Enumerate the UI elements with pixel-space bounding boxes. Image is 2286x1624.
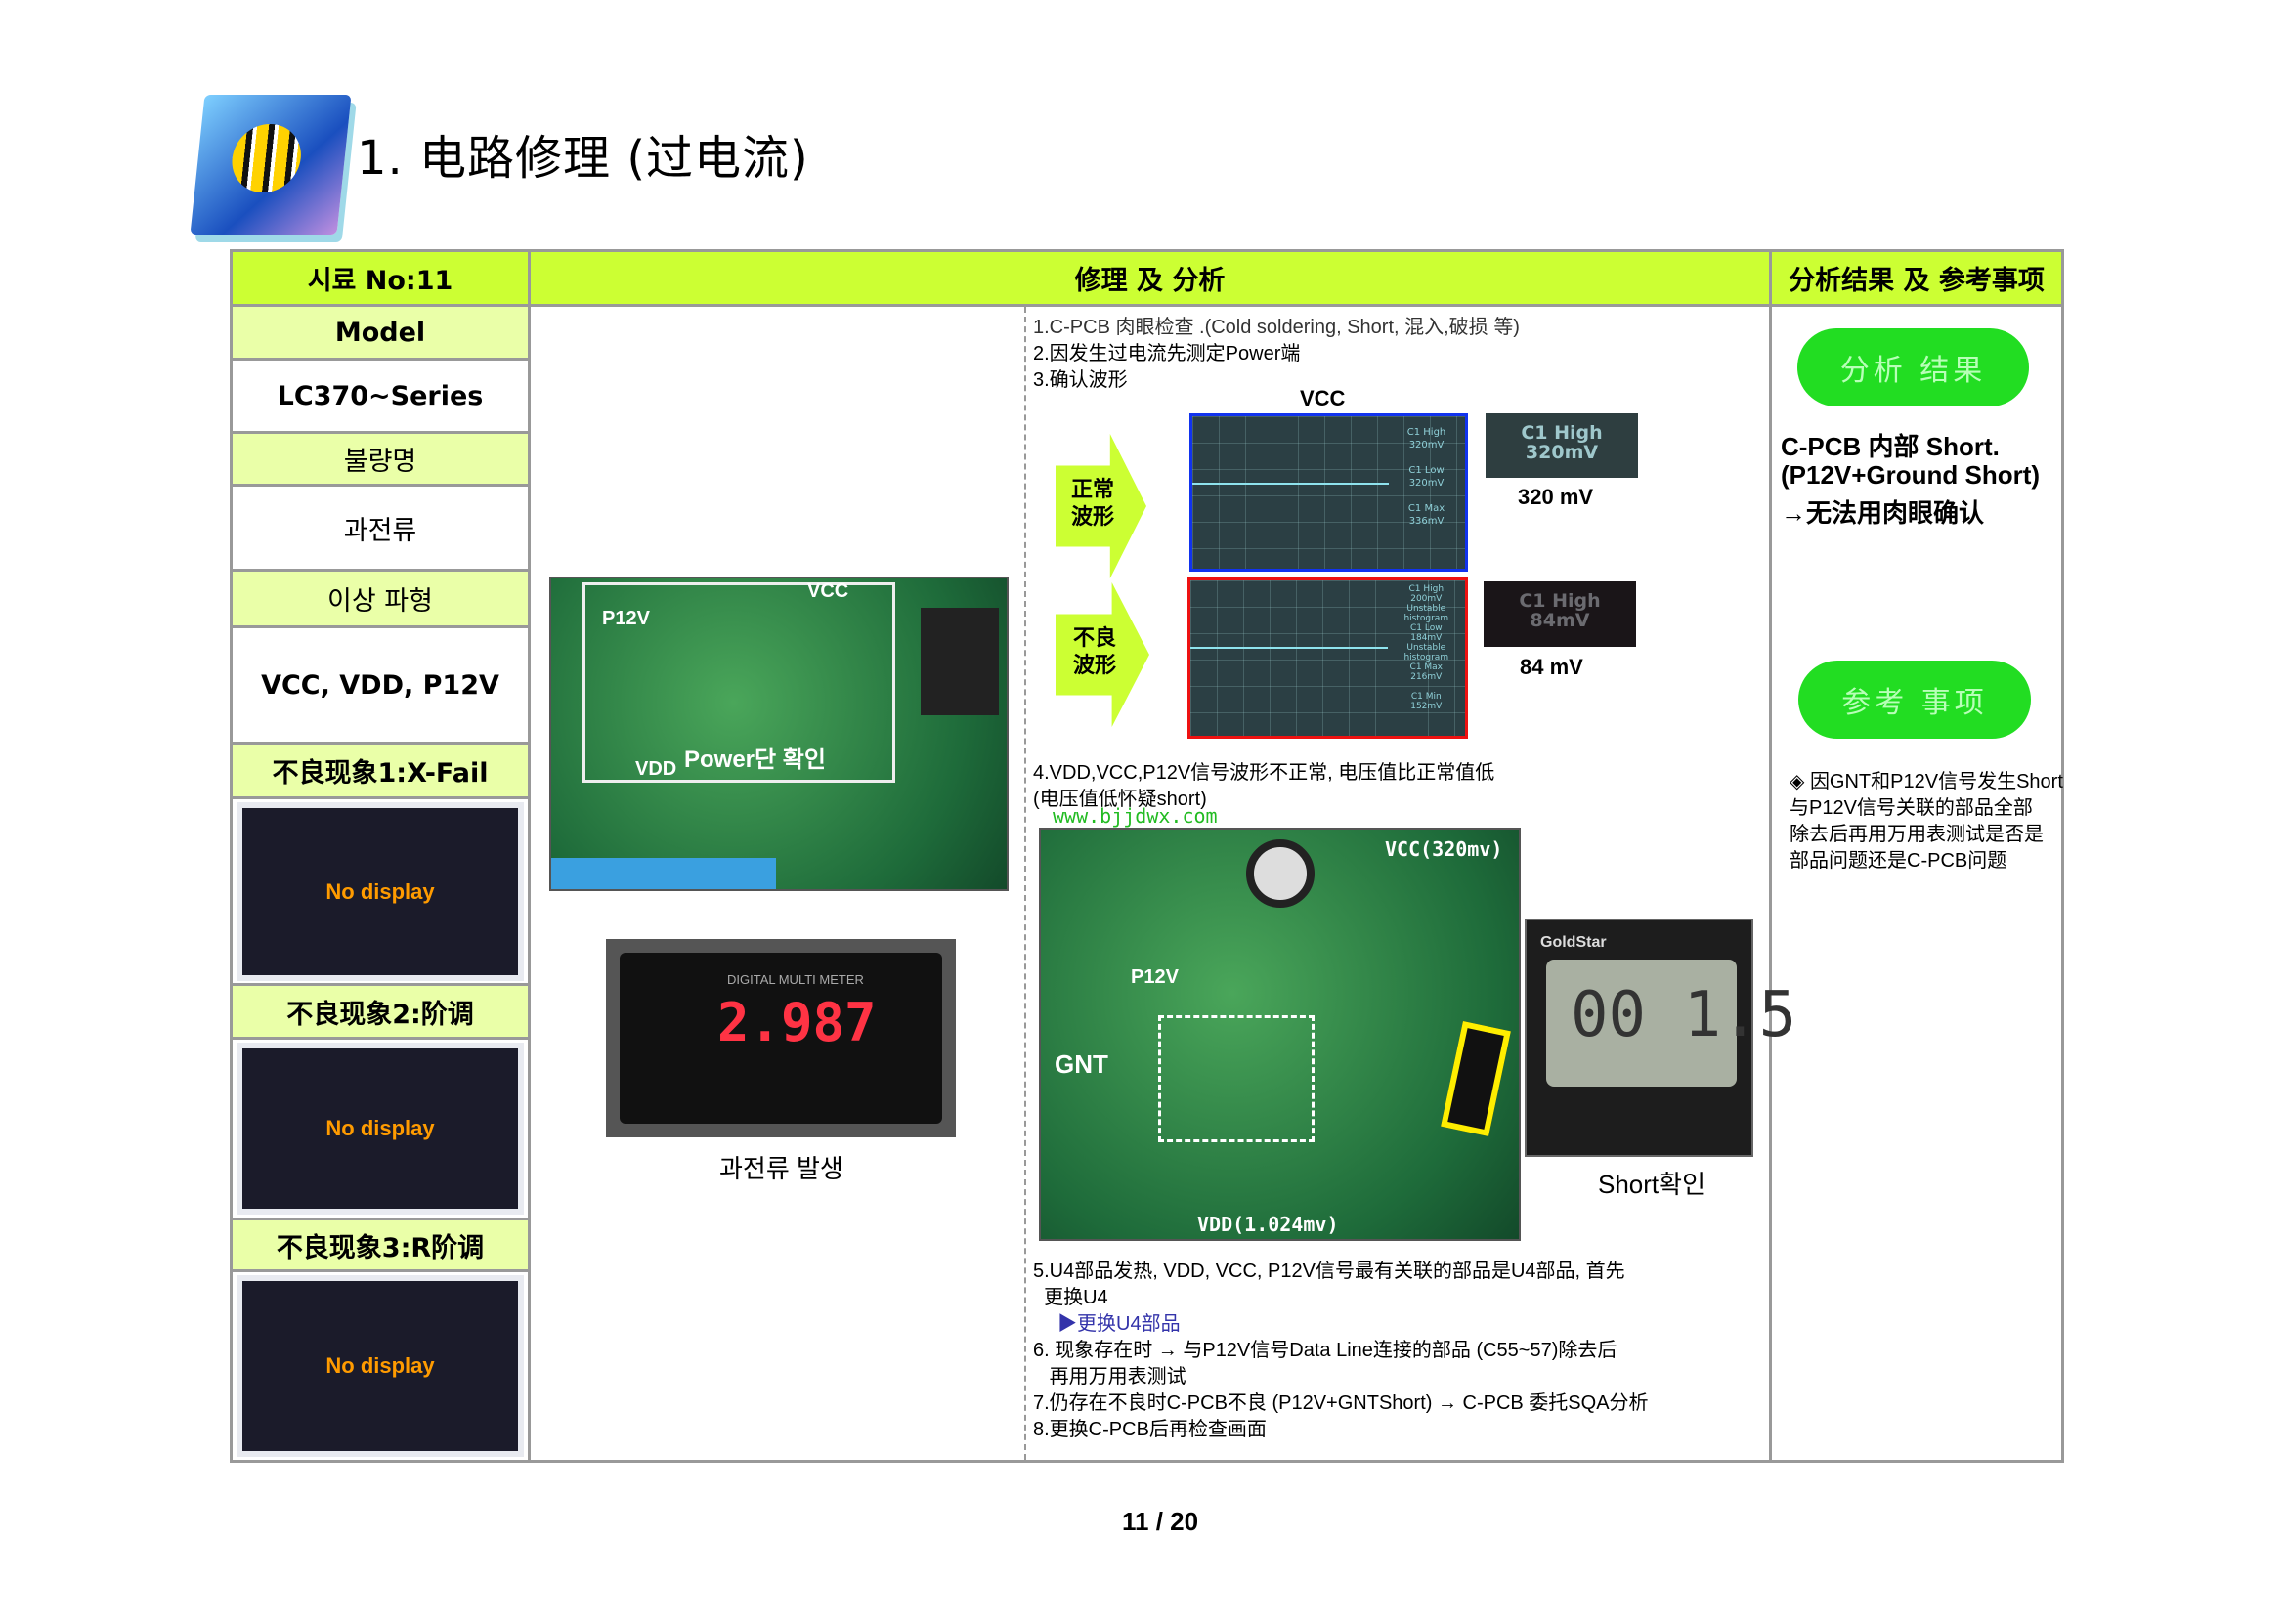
vcc-title: VCC [1300, 386, 1346, 410]
ref-line-4: 部品问题还是C-PCB问题 [1790, 850, 2007, 872]
screen-text: No display [325, 1353, 435, 1378]
column-divider [1024, 307, 1026, 1460]
vdd-label: VDD [635, 758, 677, 780]
step-1: 1.C-PCB 肉眼检查 .(Cold soldering, Short, 混入… [1033, 317, 1520, 338]
model-label: Model [233, 307, 528, 361]
bad-wave-label: 不良波形 [1073, 626, 1117, 678]
bad-value: 84 mV [1520, 655, 1583, 679]
watermark-text: www.bjjdwx.com [1053, 804, 1218, 828]
ref-line-1: ◈ 因GNT和P12V信号发生Short [1790, 771, 2063, 792]
step-6: 6. 现象存在时 → 与P12V信号Data Line连接的部品 (C55~57… [1033, 1340, 1617, 1361]
page-title: 1. 电路修理 (过电流) [357, 131, 809, 186]
page-number: 11 / 20 [1122, 1507, 1199, 1536]
normal-value: 320 mV [1518, 485, 1594, 509]
step-6-cont: 再用万用表测试 [1033, 1366, 1186, 1388]
board-gnt-label: GNT [1055, 1049, 1108, 1079]
symptom-2-monitor-image: No display [237, 1043, 524, 1215]
multimeter-photo: GoldStar 00 1.5 [1525, 919, 1796, 1157]
digital-meter-photo: DIGITAL MULTI METER 2.987 [606, 939, 956, 1137]
meter-brand: DIGITAL MULTI METER [727, 972, 864, 987]
screen-text: No display [325, 1116, 435, 1140]
step-5-action: ▶更换U4部品 [1057, 1313, 1181, 1335]
result-line-1: C-PCB 内部 Short. [1781, 432, 2000, 461]
pcb-short-photo: VCC(320mv) P12V GNT VDD(1.024mv) [1039, 828, 1521, 1241]
reference-notes-button[interactable]: 参考 事项 [1798, 661, 2031, 739]
symptom-1-label: 不良现象1:X-Fail [233, 745, 528, 799]
board-vdd-label: VDD(1.024mv) [1197, 1213, 1339, 1236]
step-3: 3.确认波形 [1033, 369, 1128, 391]
power-check-label: Power단 확인 [684, 747, 826, 773]
symptom-3-label: 不良现象3:R阶调 [233, 1218, 528, 1272]
step-7: 7.仍存在不良时C-PCB不良 (P12V+GNTShort) → C-PCB … [1033, 1392, 1649, 1414]
normal-wave-label: 正常波形 [1071, 478, 1115, 530]
vcc-label: VCC [807, 580, 849, 602]
meter-reading: 2.987 [717, 992, 877, 1053]
step-2: 2.因发生过电流先测定Power端 [1033, 343, 1301, 364]
ref-line-2: 与P12V信号关联的部品全部 [1790, 797, 2033, 819]
step-4-note: (电压值低怀疑short) [1033, 789, 1207, 810]
logo-fish-icon [190, 95, 352, 235]
step-8: 8.更换C-PCB后再检查画面 [1033, 1419, 1267, 1440]
abnormal-wave-value: VCC, VDD, P12V [233, 628, 528, 745]
ref-line-3: 除去后再用万用表测试是否是 [1790, 824, 2044, 845]
analysis-result-button[interactable]: 分析 结果 [1797, 328, 2029, 406]
step-5-cont: 更换U4 [1033, 1287, 1108, 1308]
abnormal-wave-label: 이상 파형 [233, 572, 528, 628]
board-vcc-label: VCC(320mv) [1385, 837, 1503, 861]
dmm-brand: GoldStar [1540, 934, 1607, 951]
pcb-power-photo: VCC P12V VDD Power단 확인 [549, 577, 1009, 891]
meter-caption: 과전류 발생 [719, 1154, 843, 1183]
symptom-2-label: 不良现象2:阶调 [233, 983, 528, 1040]
result-line-3: →无法用肉眼确认 [1781, 498, 1985, 528]
report-table: 시료 No:11 修理 及 分析 分析结果 及 参考事项 Model LC370… [230, 249, 2064, 1463]
symptom-3-monitor-image: No display [237, 1275, 524, 1457]
defect-name-label: 불량명 [233, 434, 528, 487]
normal-zoom-readout: C1 High 320mV [1486, 413, 1638, 478]
bad-zoom-readout: C1 High 84mV [1484, 581, 1636, 647]
header-sample-no: 시료 No:11 [233, 252, 528, 307]
step-5: 5.U4部品发热, VDD, VCC, P12V信号最有关联的部品是U4部品, … [1033, 1261, 1625, 1282]
result-line-2: (P12V+Ground Short) [1781, 460, 2041, 490]
header-repair-analysis: 修理 及 分析 [531, 252, 1769, 307]
symptom-1-monitor-image: No display [237, 802, 524, 981]
model-value: LC370~Series [233, 361, 528, 434]
screen-text: No display [325, 878, 435, 904]
dmm-reading: 00 1.5 [1571, 979, 1797, 1051]
defect-name-value: 과전류 [233, 487, 528, 572]
step-4: 4.VDD,VCC,P12V信号波形不正常, 电压值比正常值低 [1033, 762, 1495, 784]
board-p12v-label: P12V [1131, 966, 1179, 988]
header-result-notes: 分析结果 及 参考事项 [1772, 252, 2061, 307]
short-caption: Short확인 [1598, 1170, 1705, 1199]
p12v-label: P12V [602, 608, 650, 629]
